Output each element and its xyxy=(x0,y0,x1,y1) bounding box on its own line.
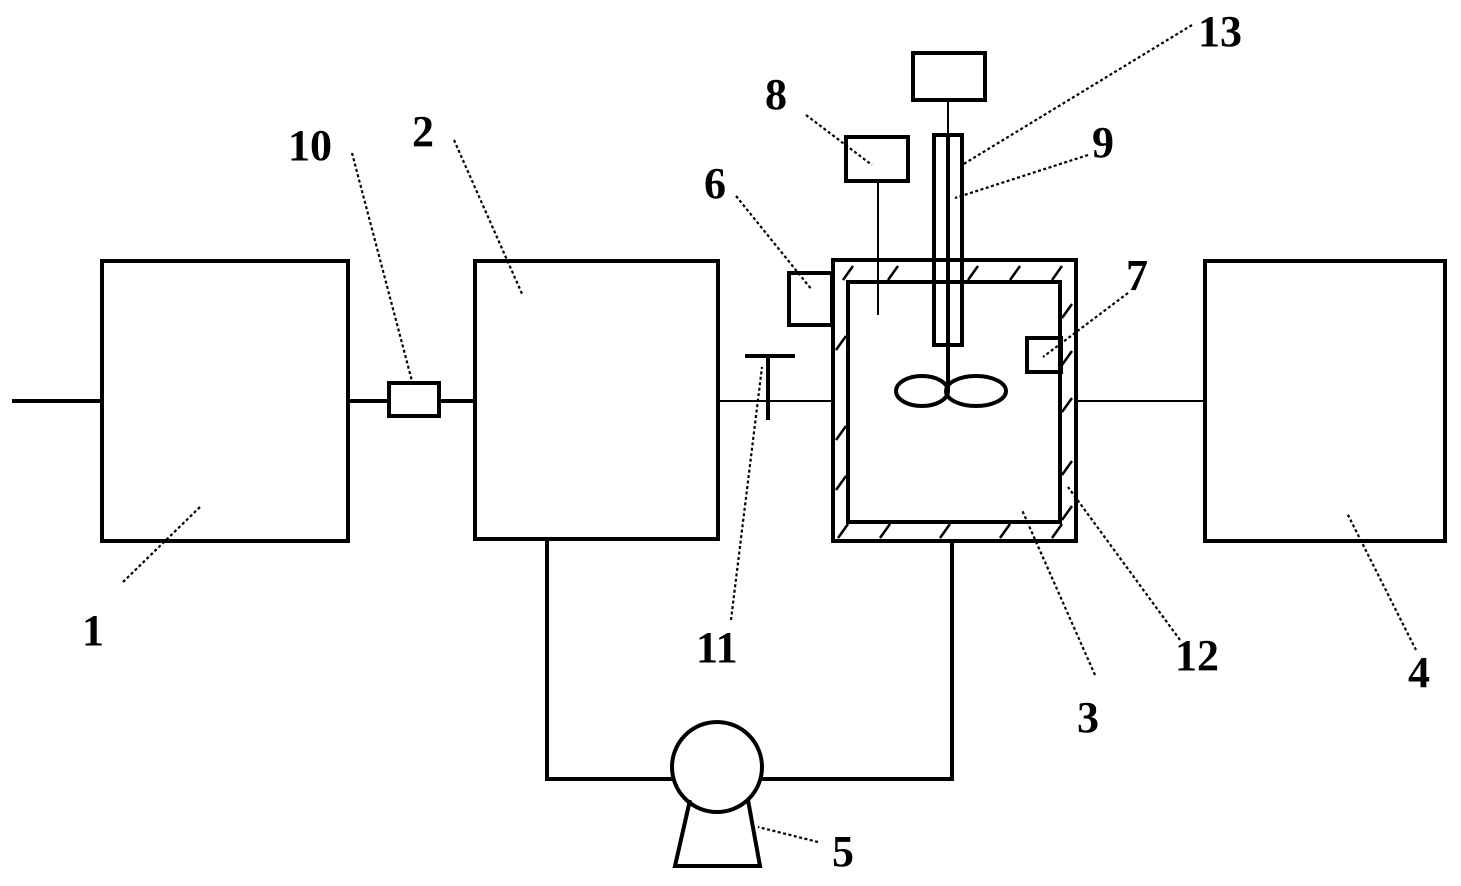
label-5: 5 xyxy=(832,827,854,876)
label-9: 9 xyxy=(1092,118,1114,167)
leader-2 xyxy=(452,139,525,297)
label-12: 12 xyxy=(1175,631,1219,680)
leader-13 xyxy=(961,24,1193,166)
unit-4-box xyxy=(1203,259,1447,543)
circulation-pipe-left xyxy=(545,539,672,781)
component-10-fitting xyxy=(387,381,441,418)
circulation-pipe-right xyxy=(762,541,954,781)
probe-8 xyxy=(844,135,910,315)
leader-10 xyxy=(350,152,415,386)
pump-5 xyxy=(670,720,764,868)
leader-9 xyxy=(954,153,1089,200)
leader-6 xyxy=(735,195,813,291)
jacket-12-hatching xyxy=(834,265,1074,539)
leader-1 xyxy=(122,506,201,583)
label-11: 11 xyxy=(696,623,738,672)
unit-2-box xyxy=(473,259,720,541)
component-11-valve xyxy=(745,354,795,420)
jacket-12-outer-wall xyxy=(831,258,1078,543)
label-2: 2 xyxy=(412,107,434,156)
sensor-7 xyxy=(1025,336,1063,374)
unit-1-box xyxy=(100,259,350,543)
label-10: 10 xyxy=(288,121,332,170)
leader-8 xyxy=(805,114,873,166)
leader-12 xyxy=(1067,486,1181,641)
label-1: 1 xyxy=(82,606,104,655)
leader-5 xyxy=(757,825,819,844)
label-7: 7 xyxy=(1126,251,1148,300)
stirrer-assembly xyxy=(894,51,1008,408)
label-3: 3 xyxy=(1077,693,1099,742)
label-6: 6 xyxy=(704,159,726,208)
reactor-3-inner-wall xyxy=(846,280,1062,524)
leader-7 xyxy=(1042,292,1129,358)
impeller-blade-right xyxy=(944,374,1008,408)
reactor-3 xyxy=(831,258,1078,543)
label-8: 8 xyxy=(765,70,787,119)
label-4: 4 xyxy=(1408,648,1430,697)
stirrer-motor xyxy=(911,51,987,102)
leader-3 xyxy=(1020,509,1097,676)
leader-11 xyxy=(729,366,764,621)
leader-4 xyxy=(1346,512,1417,651)
sensor-6 xyxy=(787,271,834,327)
impeller-blade-left xyxy=(894,374,950,408)
label-13: 13 xyxy=(1198,7,1242,56)
